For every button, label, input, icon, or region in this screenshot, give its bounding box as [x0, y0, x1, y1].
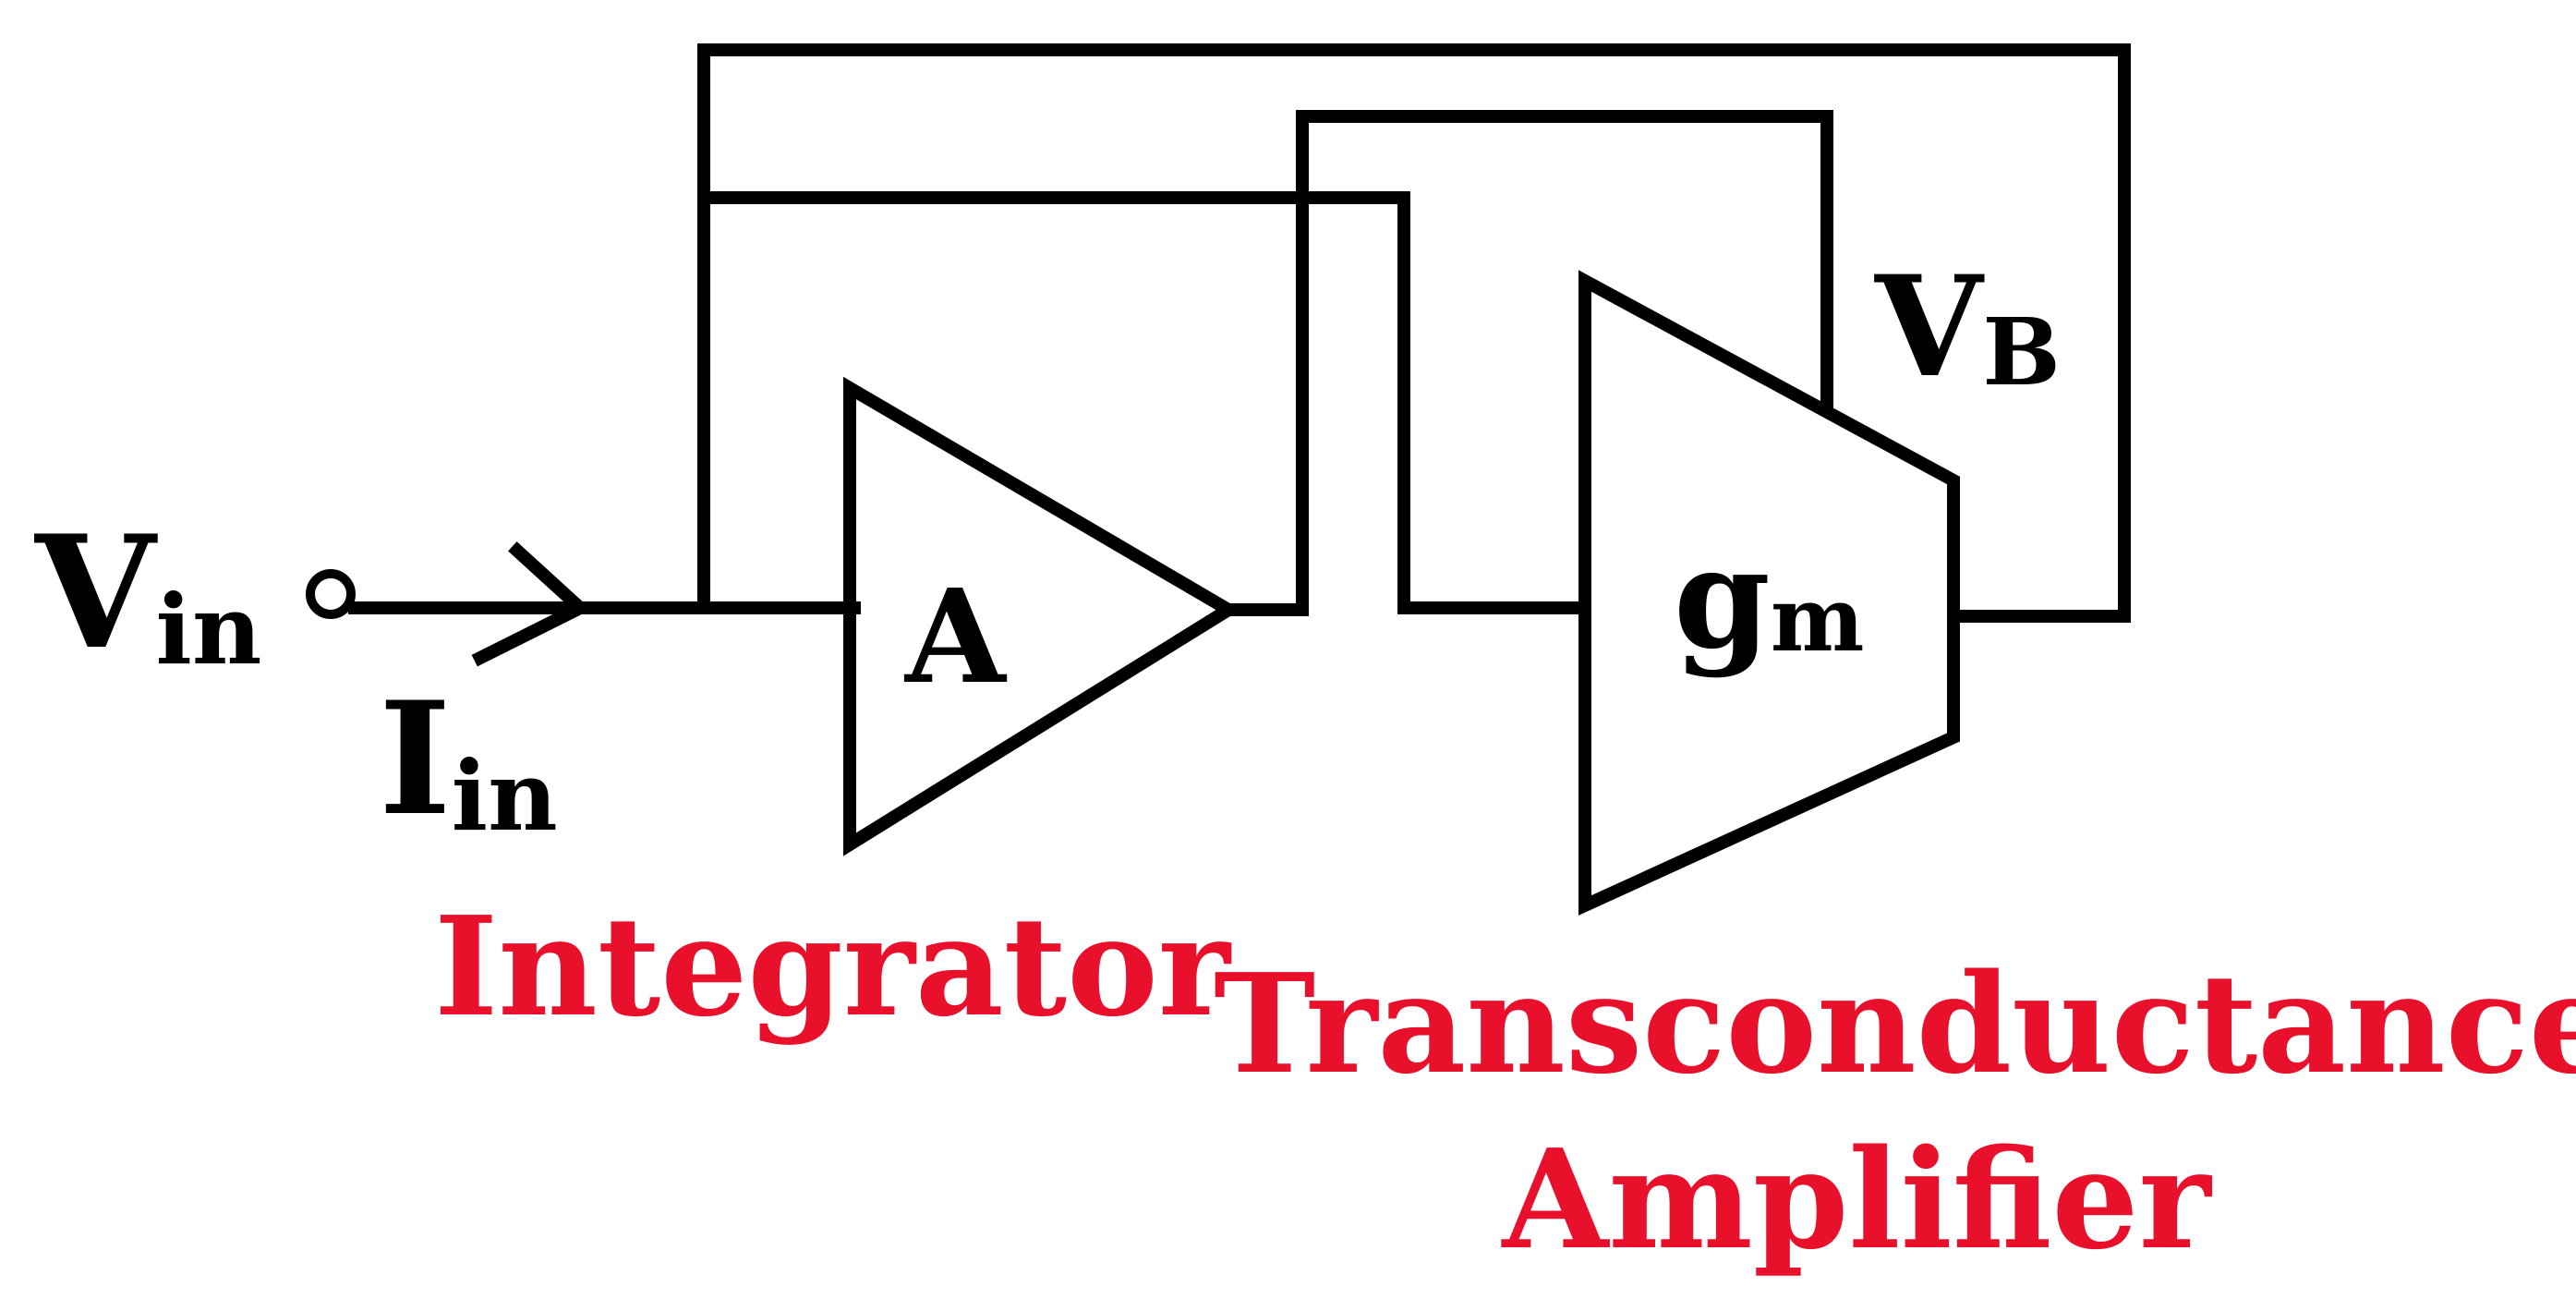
gm-label: gm: [1674, 517, 1864, 680]
inner-feedback-wire: [697, 191, 1591, 614]
iin-label-sub: in: [452, 739, 558, 853]
vb-label-sub: B: [1982, 297, 2061, 407]
ota-caption-line2: Amplifier: [1500, 1119, 2212, 1280]
transconductance-amplifier-shape: [1578, 270, 1960, 916]
integrator-output-wire: [1222, 110, 1833, 616]
current-arrow-icon: [471, 541, 592, 667]
vin-label: Vin: [34, 501, 261, 686]
input-terminal-node: [306, 569, 356, 619]
vb-label-main: V: [1874, 246, 1985, 408]
gm-label-main: g: [1674, 517, 1771, 680]
iin-label: Iin: [379, 667, 558, 853]
amp-a-label: A: [903, 562, 1008, 713]
iin-label-main: I: [379, 667, 452, 850]
vb-label: VB: [1874, 246, 2061, 408]
outer-feedback-wire: [697, 43, 2131, 623]
vin-label-main: V: [34, 501, 158, 684]
ota-caption-line1: Transconductance: [1214, 943, 2576, 1104]
integrator-triangle: [843, 376, 1241, 856]
integrator-caption: Integrator: [434, 886, 1232, 1047]
gm-label-sub: m: [1771, 567, 1865, 672]
vin-label-sub: in: [155, 573, 261, 686]
